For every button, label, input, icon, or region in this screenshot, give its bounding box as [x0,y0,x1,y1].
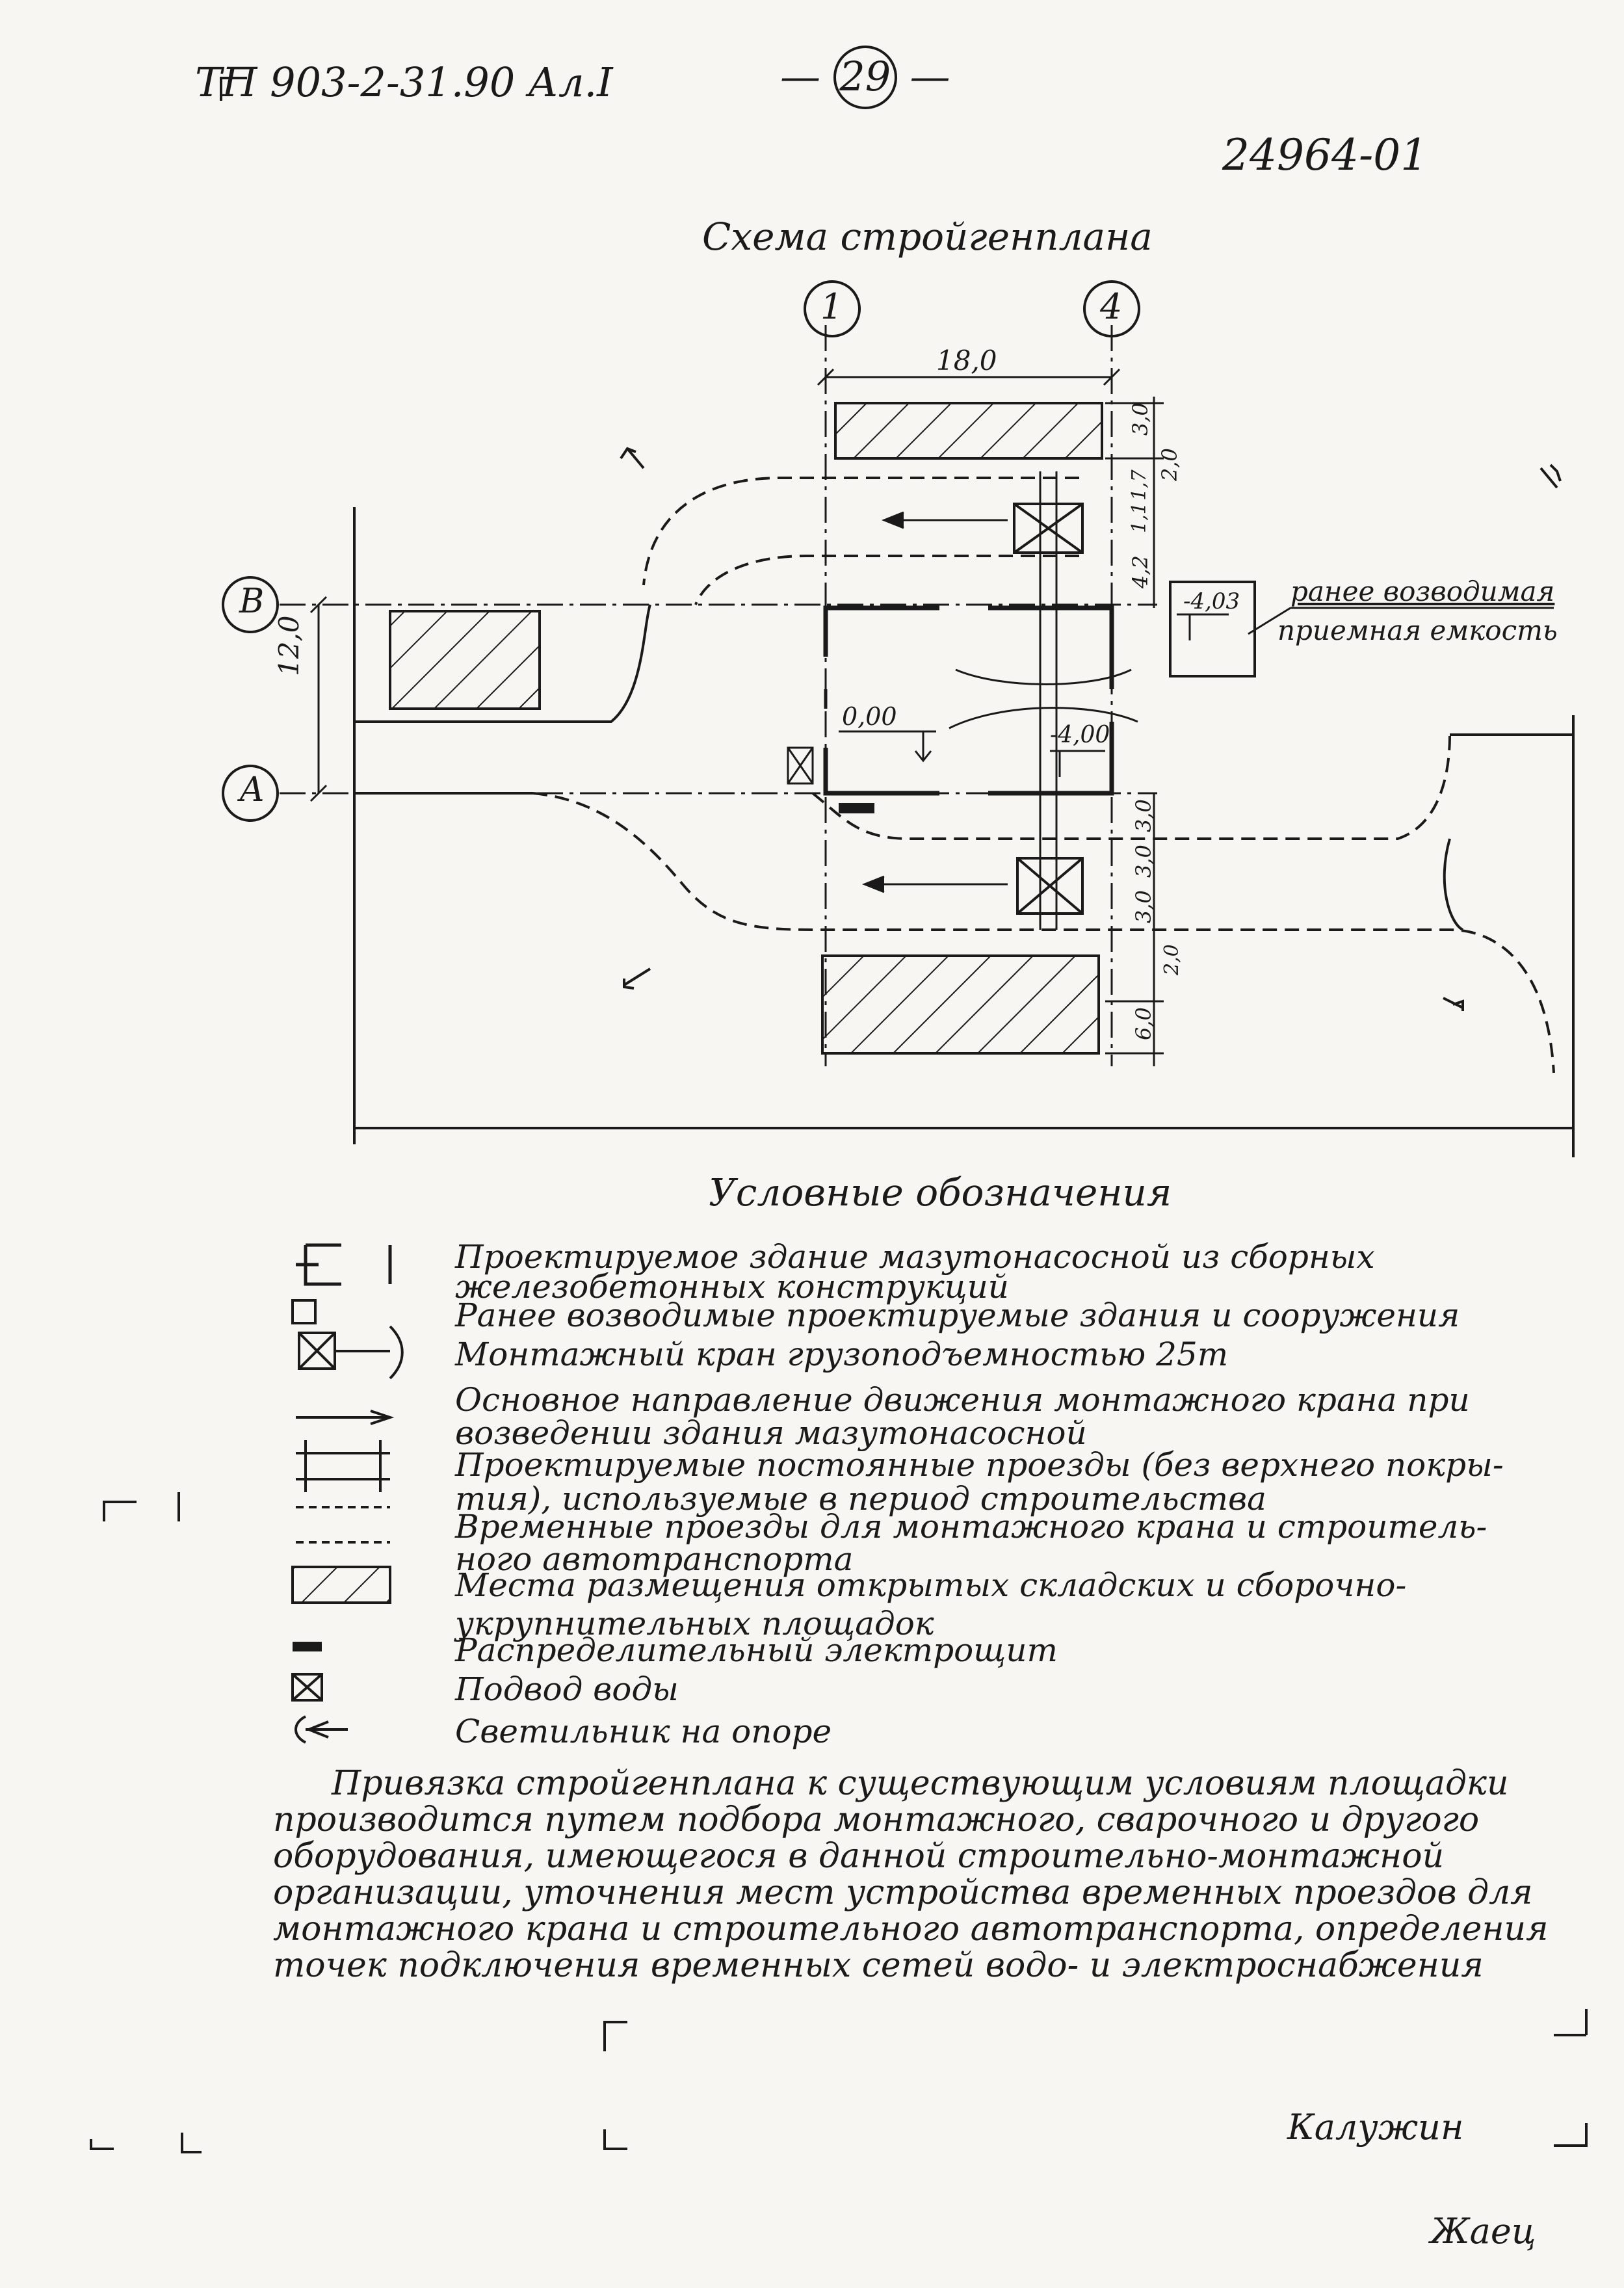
dim-bottom-3: 3,0 [1131,890,1156,923]
legend-item-storage: Места размещения открытых складских и сб… [455,1567,1406,1644]
site-boundary [353,507,1575,1157]
level-floor-label: 0,00 [842,702,897,731]
legend-item-temporary-road: Временные проезды для монтажного крана и… [455,1508,1487,1578]
tank-label-line-1: ранее возводимая [1290,575,1555,607]
dim-bottom-2: 3,0 [1131,845,1156,878]
signature: Калужин [1287,2107,1464,2148]
legend-symbol-previous [291,1299,317,1324]
level-mark-pit [1050,750,1105,777]
direction-arrow-south [861,875,1008,893]
tank-label-line-2: приемная емкость [1277,614,1558,646]
dim-bottom-5: 6,0 [1131,1007,1156,1040]
temporary-road-north [642,477,1079,605]
axis-label-1: 1 [820,286,843,327]
storage-area-north [834,402,1103,460]
lamp-north-west [620,447,645,469]
legend-text-permanent-road-2: тия), используемые в период строительств… [455,1480,1266,1518]
plan-title: Схема стройгенплана [702,215,1153,259]
legend-symbol-crane-path [296,1410,395,1425]
axis-label-4: 4 [1100,286,1123,327]
initials: Жаец [1430,2211,1536,2252]
dash-left: — [780,53,833,100]
axis-bubble-a [222,765,279,822]
legend-item-lamp: Светильник на опоре [455,1713,832,1750]
storage-area-west [389,610,541,710]
level-tank-label: -4,03 [1183,588,1240,614]
dim-top-2: 2,0 [1157,448,1182,481]
dim-bottom-4: 2,0 [1160,944,1183,975]
legend-text-storage-1: Места размещения открытых складских и сб… [455,1566,1407,1604]
legend-item-crane: Монтажный кран грузоподъемностью 25т [455,1335,1229,1373]
legend-symbol-crane [298,1325,404,1380]
axis-label-b: В [239,582,265,621]
explanatory-note: Привязка стройгенплана к существующим ус… [273,1764,1549,1985]
axis-bubble-4 [1083,280,1140,337]
page-number-group: — 29 — [780,46,950,109]
water-supply-symbol [787,746,814,785]
dim-top-5: 4,2 [1128,555,1153,588]
crane-path [949,471,1138,930]
span-dimension-label: 18,0 [936,345,997,376]
legend-item-previous: Ранее возводимые проектируемые здания и … [455,1296,1460,1334]
legend-text-crane-path-2: возведении здания мазутонасосной [455,1414,1087,1452]
legend-item-water: Подвод воды [455,1670,679,1708]
legend-symbol-water [291,1673,323,1702]
level-mark-floor [839,730,936,763]
crane-south [1016,857,1084,915]
dash-right: — [910,53,950,100]
axis-label-a: А [239,770,265,809]
storage-area-south [821,954,1100,1055]
dim-bottom-1: 3,0 [1131,799,1156,832]
level-pit-label: -4,00 [1050,722,1110,748]
legend-symbol-building [296,1243,392,1286]
temporary-road-south [532,734,1555,1073]
legend-text-permanent-road-1: Проектируемые постоянные проезды (без ве… [455,1446,1504,1484]
dim-top-1: 3,0 [1128,402,1153,436]
switchboard-symbol [839,803,874,813]
permanent-roads [354,604,1464,931]
legend-symbol-storage [291,1566,391,1604]
lamp-north-east [1539,464,1562,489]
dim-top-4: 1,1 [1128,502,1151,533]
legend-text-building-2: железобетонных конструкций [455,1268,1010,1306]
legend-symbol-temporary-road [296,1506,390,1544]
legend-text-crane-path-1: Основное направление движения монтажного… [455,1381,1470,1419]
crane-north [1013,503,1084,554]
axis-bubble-b [222,576,279,633]
legend-item-switchboard: Распределительный электрощит [455,1631,1058,1669]
dimension-side [309,596,328,802]
sheet-number: 24964-01 [1222,130,1428,180]
dimension-chain [1105,397,1164,1066]
binding-marks [90,77,1588,2153]
legend-item-crane-path: Основное направление движения монтажного… [455,1381,1470,1452]
legend-symbol-switchboard [293,1642,322,1651]
dimension-span [817,368,1121,386]
legend-symbol-lamp [295,1715,348,1744]
receiving-tank [1169,581,1554,677]
legend-item-permanent-road: Проектируемые постоянные проезды (без ве… [455,1446,1504,1518]
legend-symbol-permanent-road [296,1440,390,1492]
pump-building [823,605,1114,796]
side-dimension-label: 12,0 [273,615,305,676]
lamp-south-west [623,967,651,990]
axis-bubble-1 [804,280,861,337]
legend-title: Условные обозначения [709,1170,1172,1215]
legend-item-building: Проектируемое здание мазутонасосной из с… [455,1238,1375,1306]
document-code: ТП 903-2-31.90 Ал.I [195,59,613,106]
legend-text-temporary-road-2: ного автотранспорта [455,1540,854,1578]
legend-text-temporary-road-1: Временные проезды для монтажного крана и… [455,1508,1487,1545]
legend-text-storage-2: укрупнительных площадок [455,1605,934,1642]
legend-text-building-1: Проектируемое здание мазутонасосной из с… [455,1238,1375,1276]
dim-top-3: 1,7 [1128,469,1151,501]
lamp-south-east [1443,997,1464,1011]
page-number: 29 [833,46,897,109]
direction-arrow-north [881,511,1008,529]
